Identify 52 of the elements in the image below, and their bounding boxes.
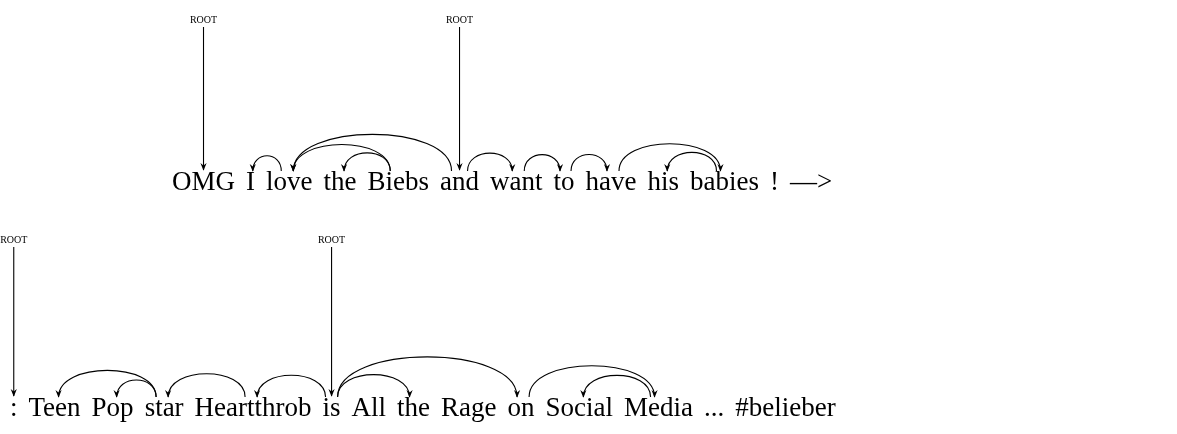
dependency-arc [255,374,327,398]
word-token: ... [704,392,725,422]
root-label: ROOT [0,234,28,246]
word-token: Pop [91,392,134,422]
word-token: on [507,392,535,422]
dependency-arc [114,379,157,398]
dependency-arc [618,143,722,172]
word-token: Media [624,392,694,422]
dependency-arc [337,374,412,398]
word-token: his [647,166,679,196]
root-arrow [328,246,335,397]
word-token: —> [790,166,833,196]
word-token: Rage [441,392,497,422]
word-token: the [323,166,357,196]
word-token: is [322,392,341,422]
root-arrow [10,246,17,397]
word-token: I [246,166,255,196]
word-token: #belieber [735,392,836,422]
root-arrow [456,26,463,171]
word-token: : [10,392,18,422]
word-token: babies [690,166,759,196]
word-token: All [351,392,387,422]
dependency-arc [466,152,515,172]
dependency-arc [250,155,282,172]
word-token: Biebs [367,166,430,196]
word-token: to [553,166,575,196]
dependency-arc [570,154,610,172]
root-label: ROOT [445,14,474,26]
root-arrow [200,26,207,171]
word-token: Heartthrob [194,392,312,422]
word-token: love [266,166,313,196]
word-token: ! [770,166,779,196]
dependency-arc [665,151,718,172]
word-token: have [585,166,637,196]
word-token: star [144,392,184,422]
dependency-arc [528,365,656,398]
dependency-arc [523,154,563,172]
dependency-arc [342,152,391,172]
dependency-arc [581,374,652,398]
dependency-arc [291,143,391,172]
dependency-arc [292,133,453,172]
root-label: ROOT [189,14,218,26]
root-label: ROOT [317,234,346,246]
word-token: and [440,166,479,196]
word-token: the [397,392,431,422]
dependency-arc [337,356,519,398]
dependency-arc [57,369,157,398]
dependency-arc [166,373,246,398]
word-token: Social [545,392,614,422]
word-token: OMG [172,166,235,196]
word-token: Teen [28,392,81,422]
word-token: want [490,166,543,196]
